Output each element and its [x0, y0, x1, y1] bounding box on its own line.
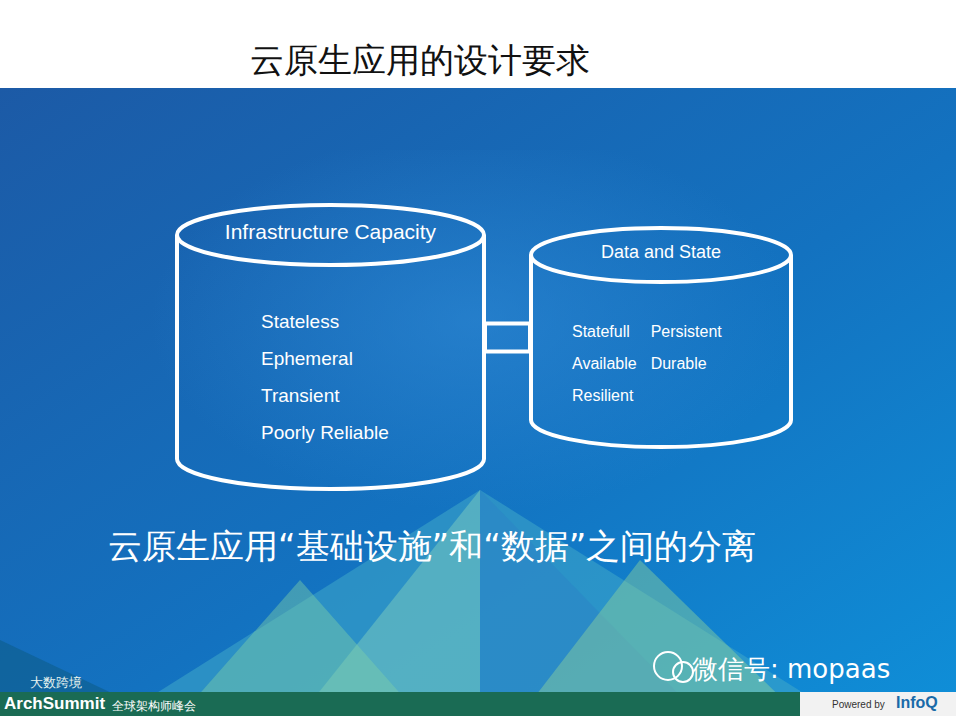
cylinder-heading: Infrastructure Capacity [173, 220, 488, 244]
cylinder-side [531, 255, 791, 447]
cylinder-body: StatelessEphemeralTransientPoorly Reliab… [261, 303, 389, 451]
event-logo: ArchSummit [4, 694, 105, 714]
property-item: Stateless [261, 303, 389, 340]
cylinder-node: Data and StateStatefull PersistentAvailab… [527, 226, 795, 449]
property-item: Ephemeral [261, 340, 389, 377]
powered-by: Powered by [832, 699, 885, 710]
infoq-logo: InfoQ [896, 694, 938, 712]
property-item: Poorly Reliable [261, 414, 389, 451]
pipe-connector [485, 324, 530, 352]
cylinder-outline [173, 203, 488, 491]
source-watermark: 大数跨境 [30, 674, 82, 692]
property-item: Persistent [651, 316, 722, 348]
property-item: Statefull [572, 316, 637, 348]
cylinder-node: Infrastructure CapacityStatelessEphemera… [173, 203, 488, 491]
cylinder-body: Statefull PersistentAvailable DurableResil… [572, 316, 722, 412]
slide-title: 云原生应用的设计要求 [250, 38, 590, 84]
property-item: Available [572, 348, 637, 380]
property-item: Transient [261, 377, 389, 414]
property-item: Resilient [572, 380, 637, 412]
cylinder-heading: Data and State [527, 242, 795, 263]
wechat-watermark: 微信号: mopaas [692, 652, 890, 687]
property-item: Durable [651, 348, 722, 380]
slide-caption: 云原生应用“基础设施”和“数据”之间的分离 [108, 524, 756, 570]
event-name: 全球架构师峰会 [112, 698, 196, 715]
cylinder-side [177, 235, 484, 489]
